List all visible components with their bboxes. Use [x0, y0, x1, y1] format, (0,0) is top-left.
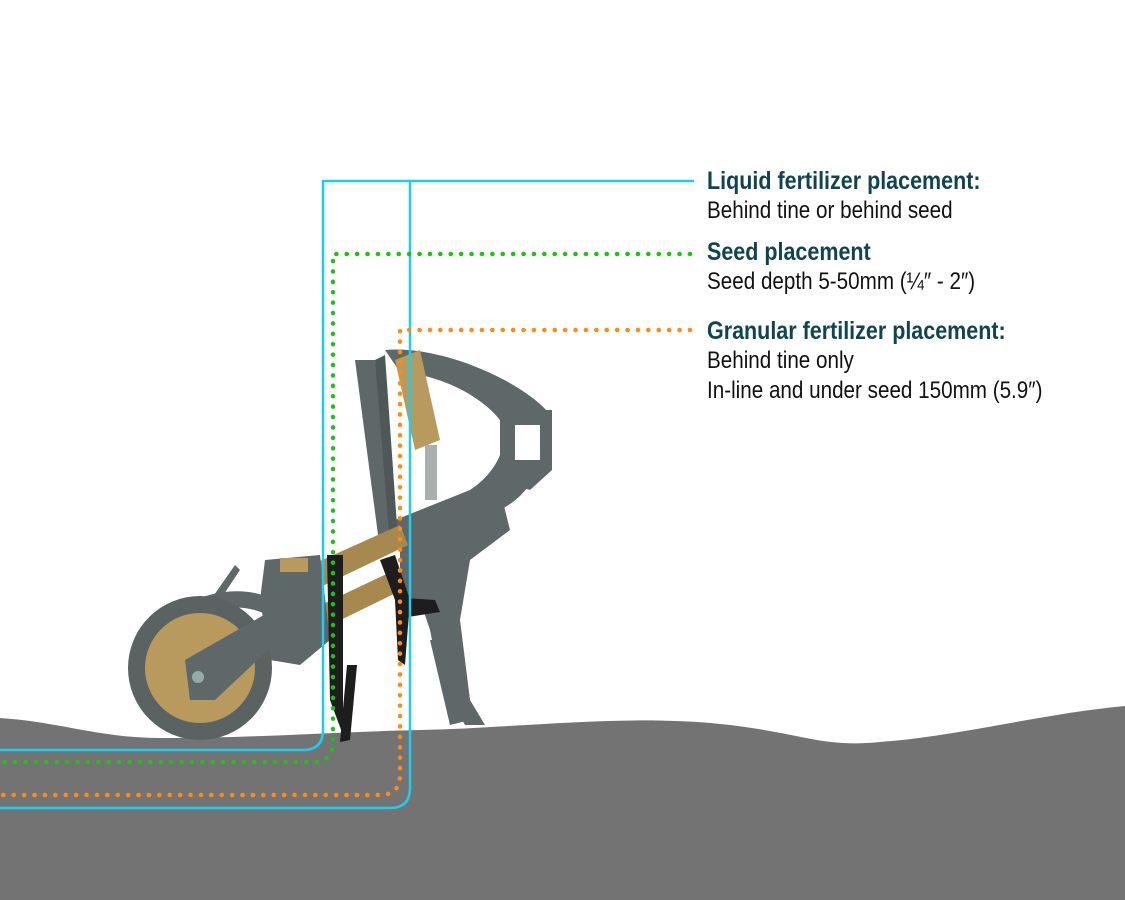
seeding-tine-machine [128, 349, 552, 742]
granular-fertilizer-label: Granular fertilizer placement: Behind ti… [707, 316, 1042, 406]
liquid-fertilizer-desc: Behind tine or behind seed [707, 197, 953, 224]
granular-fertilizer-desc-2: In-line and under seed 150mm (5.9″) [707, 377, 1043, 404]
liquid-fertilizer-title: Liquid fertilizer placement: [707, 167, 981, 195]
granular-fertilizer-line [0, 327, 693, 798]
seed-placement-label: Seed placement Seed depth 5-50mm (¼″ - 2… [707, 237, 975, 297]
liquid-fertilizer-label: Liquid fertilizer placement: Behind tine… [707, 166, 981, 226]
seed-placement-desc: Seed depth 5-50mm (¼″ - 2″) [707, 268, 976, 295]
liquid-fertilizer-line-outer [0, 179, 694, 810]
soil-ground [0, 706, 1125, 900]
liquid-fertilizer-line-inner [0, 179, 410, 752]
granular-fertilizer-desc-1: Behind tine only [707, 347, 854, 374]
granular-fertilizer-title: Granular fertilizer placement: [707, 317, 1006, 345]
seed-placement-title: Seed placement [707, 238, 871, 266]
